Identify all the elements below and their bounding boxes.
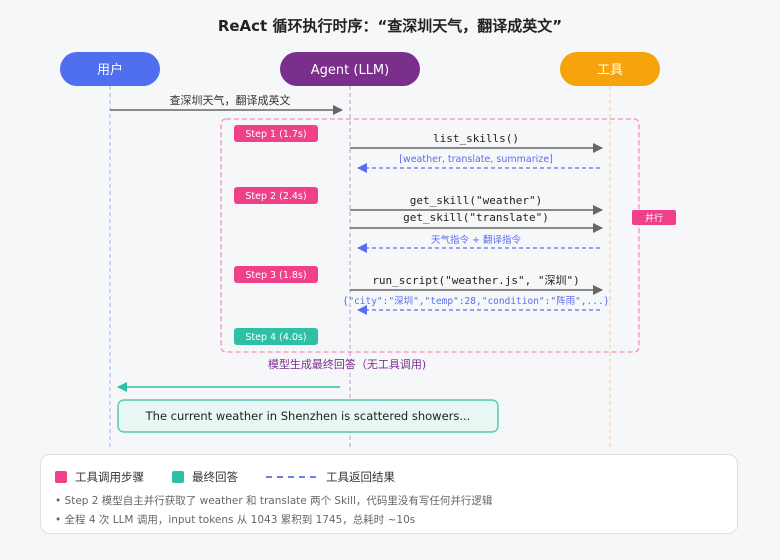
participant-user-label: 用户 — [97, 62, 123, 78]
note-2: • 全程 4 次 LLM 调用，input tokens 从 1043 累积到 … — [55, 514, 416, 526]
get-skill-weather-label: get_skill("weather") — [410, 194, 542, 207]
final-generation-label: 模型生成最终回答（无工具调用) — [268, 357, 426, 371]
legend-final-answer: 最终回答 — [172, 469, 238, 485]
final-answer-box: The current weather in Shenzhen is scatt… — [117, 399, 499, 433]
participant-agent-label: Agent (LLM) — [311, 63, 389, 78]
note-1: • Step 2 模型自主并行获取了 weather 和 translate 两… — [55, 495, 493, 507]
step-1-label: Step 1 (1.7s) — [245, 129, 306, 140]
step-2-badge: Step 2 (2.4s) — [234, 187, 318, 204]
run-script-label: run_script("weather.js", "深圳") — [372, 274, 579, 287]
user-request-label: 查深圳天气，翻译成英文 — [170, 93, 291, 107]
legend-tool-step-label: 工具调用步骤 — [75, 470, 144, 484]
parallel-badge: 并行 — [632, 210, 676, 225]
step-4-badge: Step 4 (4.0s) — [234, 328, 318, 345]
legend-tool-step-swatch — [55, 471, 67, 483]
list-skills-label: list_skills() — [433, 132, 519, 145]
legend-tool-step: 工具调用步骤 — [55, 469, 144, 485]
legend-final-answer-swatch — [172, 471, 184, 483]
legend-tool-result-label: 工具返回结果 — [326, 470, 395, 484]
step-4-label: Step 4 (4.0s) — [245, 332, 306, 343]
page-title: ReAct 循环执行时序：“查深圳天气，翻译成英文” — [218, 17, 562, 35]
step-2-label: Step 2 (2.4s) — [245, 191, 306, 202]
final-answer-text: The current weather in Shenzhen is scatt… — [145, 409, 471, 423]
participant-user: 用户 — [60, 52, 160, 86]
participant-tools: 工具 — [560, 52, 660, 86]
participant-agent: Agent (LLM) — [280, 52, 420, 86]
step-1-badge: Step 1 (1.7s) — [234, 125, 318, 142]
legend-tool-result-line — [266, 476, 316, 478]
legend-row: 工具调用步骤 最终回答 工具返回结果 — [55, 469, 423, 485]
parallel-badge-label: 并行 — [645, 212, 663, 224]
get-skill-result-label: 天气指令 + 翻译指令 — [431, 234, 521, 246]
react-loop-frame — [220, 118, 640, 353]
participant-tools-label: 工具 — [597, 63, 623, 78]
step-3-badge: Step 3 (1.8s) — [234, 266, 318, 283]
legend-tool-result: 工具返回结果 — [266, 469, 395, 485]
run-script-result-label: {"city":"深圳","temp":28,"condition":"阵雨",… — [343, 295, 610, 307]
legend-panel: 工具调用步骤 最终回答 工具返回结果 • Step 2 模型自主并行获取了 we… — [40, 454, 738, 534]
step-3-label: Step 3 (1.8s) — [245, 270, 306, 281]
legend-final-answer-label: 最终回答 — [192, 470, 238, 484]
get-skill-translate-label: get_skill("translate") — [403, 211, 549, 224]
list-skills-result-label: [weather, translate, summarize] — [399, 154, 553, 165]
